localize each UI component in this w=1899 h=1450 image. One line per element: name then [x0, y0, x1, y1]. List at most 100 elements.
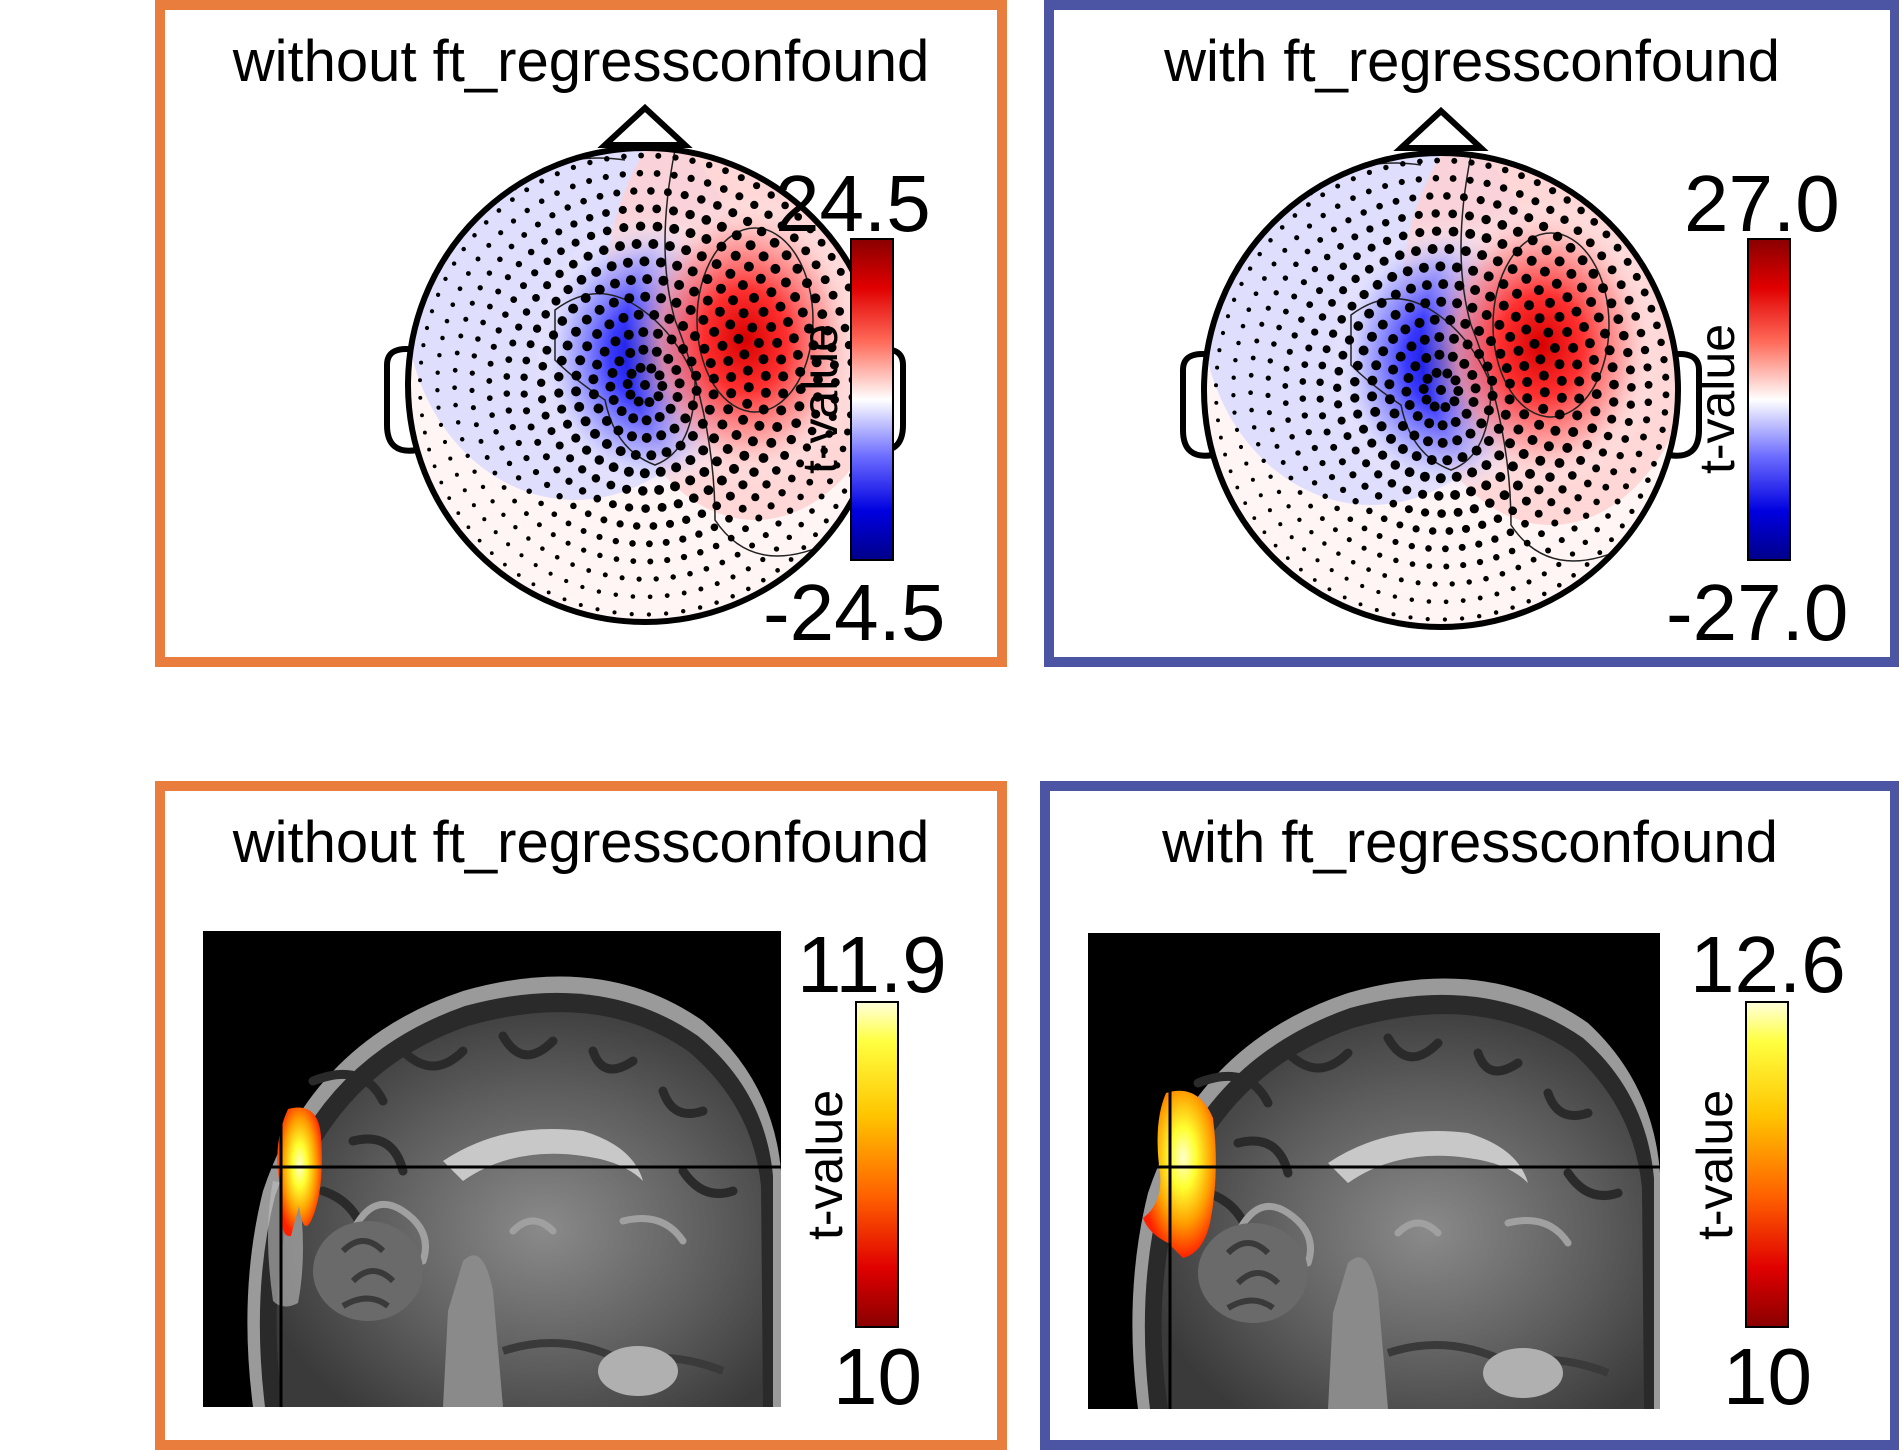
- sensor-dot: [656, 430, 667, 441]
- sensor-dot: [1451, 471, 1462, 482]
- sensor-dot: [1350, 376, 1360, 387]
- colorbar-min: 10: [833, 1332, 922, 1421]
- sensor-dot: [649, 522, 658, 530]
- sensor-dot: [439, 480, 444, 485]
- sensor-dot: [1265, 392, 1271, 398]
- sensor-dot: [1274, 443, 1280, 449]
- sensor-dot: [613, 189, 621, 197]
- sensor-dot: [1278, 522, 1283, 527]
- sensor-dot: [1531, 197, 1540, 206]
- sensor-dot: [1415, 228, 1425, 238]
- sensor-dot: [647, 187, 655, 195]
- sensor-dot: [581, 445, 592, 455]
- sensor-dot: [691, 370, 702, 381]
- sensor-dot: [1350, 559, 1356, 565]
- sensor-dot: [1366, 169, 1373, 176]
- sensor-dot: [509, 423, 516, 431]
- sensor-dot: [1524, 213, 1534, 223]
- sensor-dot: [716, 221, 727, 232]
- sensor-dot: [697, 509, 707, 519]
- sensor-dot: [691, 385, 702, 396]
- sensor-dot: [1632, 272, 1641, 281]
- sensor-dot: [839, 445, 847, 453]
- sensor-dot: [1294, 235, 1300, 241]
- sensor-dot: [1507, 461, 1518, 472]
- sensor-dot: [612, 610, 617, 615]
- sensor-dot: [1586, 297, 1597, 307]
- sensor-dot: [527, 423, 535, 431]
- sensor-dot: [472, 233, 477, 238]
- sensor-dot: [1421, 394, 1432, 405]
- sensor-dot: [607, 368, 618, 378]
- sensor-dot: [486, 303, 493, 310]
- sensor-dot: [1530, 556, 1537, 563]
- sensor-dot: [455, 420, 461, 425]
- sensor-dot: [1474, 349, 1485, 359]
- sensor-dot: [635, 204, 644, 213]
- sensor-dot: [1371, 360, 1382, 371]
- sensor-dot: [537, 378, 546, 387]
- sensor-dot: [1459, 616, 1465, 621]
- sensor-dot: [492, 470, 498, 476]
- sensor-dot: [1597, 550, 1603, 556]
- panel-title: without ft_regressconfound: [232, 29, 930, 94]
- sensor-dot: [766, 437, 777, 448]
- sensor-dot: [716, 283, 726, 294]
- sensor-dot: [562, 597, 567, 602]
- sensor-dot: [484, 455, 490, 460]
- topoplot-head: [1180, 106, 1702, 630]
- sensor-dot: [762, 532, 769, 539]
- sensor-dot: [1380, 515, 1388, 523]
- sensor-dot: [1477, 250, 1488, 261]
- sensor-dot: [601, 416, 612, 426]
- sensor-dot: [1255, 442, 1261, 447]
- sensor-dot: [678, 321, 689, 331]
- sensor-dot: [1604, 345, 1615, 356]
- sensor-dot: [506, 542, 511, 547]
- sensor-dot: [646, 363, 657, 374]
- sensor-dot: [638, 327, 649, 338]
- sensor-dot: [1442, 368, 1453, 379]
- sensor-dot: [581, 547, 587, 553]
- sensor-dot: [1602, 483, 1610, 491]
- sensor-dot: [477, 285, 483, 291]
- sensor-dot: [475, 256, 481, 262]
- sensor-dot: [599, 245, 609, 255]
- sensor-dot: [1424, 418, 1435, 429]
- sensor-dot: [631, 239, 642, 249]
- sensor-dot: [1320, 212, 1326, 219]
- sensor-dot: [1443, 599, 1449, 605]
- sensor-dot: [1551, 519, 1559, 527]
- sensor-dot: [1364, 308, 1375, 319]
- sensor-dot: [669, 423, 680, 434]
- sensor-dot: [1623, 347, 1633, 358]
- sensor-dot: [1295, 450, 1301, 456]
- sensor-dot: [752, 182, 761, 190]
- sensor-dot: [673, 499, 683, 509]
- sensor-dot: [495, 327, 502, 334]
- sensor-dot: [1574, 393, 1585, 404]
- sensor-dot: [682, 515, 691, 524]
- sensor-dot: [1409, 194, 1417, 202]
- sensor-dot: [635, 362, 646, 373]
- sensor-dot: [1422, 373, 1433, 384]
- sensor-dot: [1254, 338, 1260, 344]
- sensor-dot: [1315, 558, 1320, 563]
- sensor-dot: [595, 607, 600, 612]
- sensor-dot: [471, 353, 477, 359]
- sensor-dot: [1468, 159, 1475, 166]
- sensor-dot: [1351, 446, 1360, 455]
- sensor-dot: [1590, 406, 1601, 417]
- sensor-dot: [1217, 348, 1222, 353]
- sensor-dot: [604, 319, 615, 330]
- sensor-dot: [498, 230, 504, 236]
- sensor-dot: [568, 259, 578, 269]
- sensor-dot: [687, 570, 693, 577]
- sensor-dot: [1640, 288, 1649, 297]
- sensor-dot: [663, 353, 674, 364]
- sensor-dot: [1588, 354, 1599, 365]
- sensor-dot: [1322, 541, 1327, 546]
- sensor-dot: [555, 228, 563, 236]
- sensor-dot: [1451, 157, 1458, 164]
- sensor-dot: [486, 395, 493, 401]
